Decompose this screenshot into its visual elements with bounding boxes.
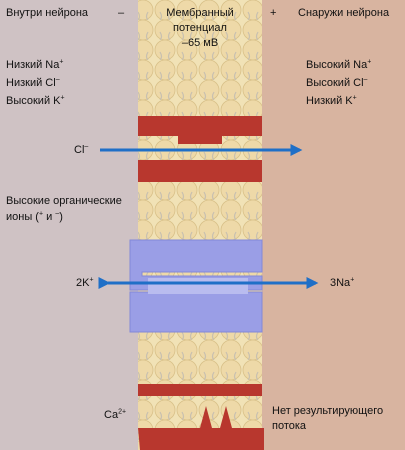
chloride-channel-bottom bbox=[138, 160, 262, 182]
outside-k: Низкий K+ bbox=[306, 94, 357, 107]
sodium-ion-label: 3Na+ bbox=[330, 276, 355, 289]
outside-sign: + bbox=[270, 7, 277, 19]
potassium-ion-label: 2K+ bbox=[76, 276, 94, 289]
inside-k: Высокий K+ bbox=[6, 94, 65, 107]
outside-title: Снаружи нейрона bbox=[298, 7, 390, 19]
organic-ions-line2: ионы (+ и –) bbox=[6, 210, 63, 223]
sodium-potassium-pump-bottom bbox=[129, 291, 263, 333]
calcium-channel-top bbox=[138, 384, 262, 396]
inside-neuron-region bbox=[0, 0, 138, 450]
outside-neuron-region bbox=[262, 0, 405, 450]
chloride-channel-top bbox=[138, 116, 262, 144]
inside-sign: – bbox=[118, 7, 125, 19]
net-flow-label: Нет результирующего потока bbox=[272, 405, 384, 432]
outside-na: Высокий Na+ bbox=[306, 58, 372, 71]
inside-title: Внутри нейрона bbox=[6, 7, 89, 19]
calcium-channel-bottom bbox=[138, 406, 264, 450]
inside-cl: Низкий Cl– bbox=[6, 76, 60, 89]
outside-cl: Высокий Cl– bbox=[306, 76, 368, 89]
membrane-potential-label: Мембранный потенциал –65 мВ bbox=[166, 7, 234, 49]
inside-na: Низкий Na+ bbox=[6, 58, 64, 71]
organic-ions-line1: Высокие органические bbox=[6, 195, 122, 207]
lipid-bilayer bbox=[138, 0, 262, 450]
pump-gap bbox=[148, 278, 248, 294]
chloride-ion-label: Cl– bbox=[74, 143, 89, 156]
calcium-ion-label: Ca2+ bbox=[104, 408, 127, 421]
